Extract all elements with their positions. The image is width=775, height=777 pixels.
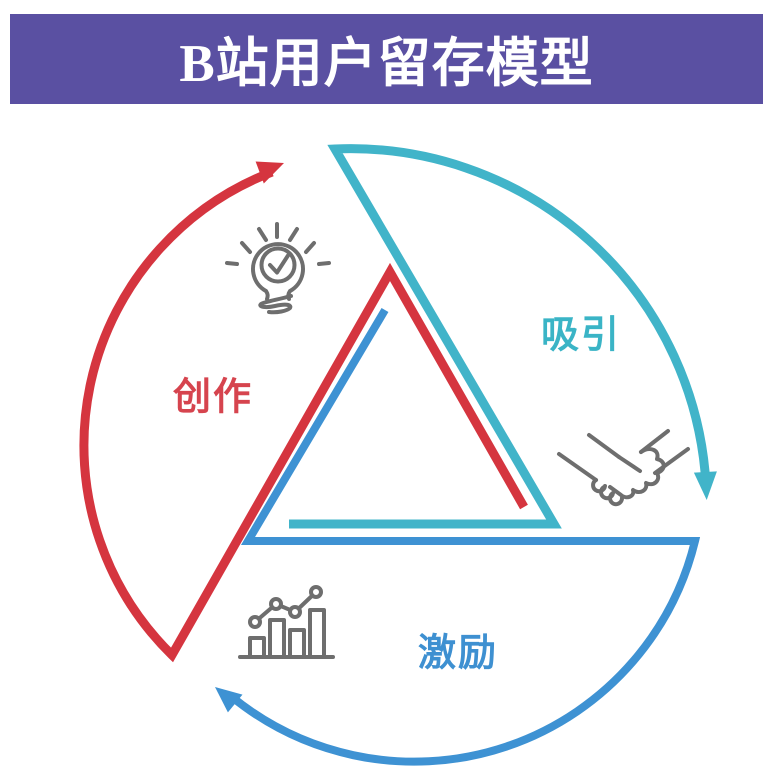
clasped-hands — [608, 447, 666, 500]
attract-label: 吸引 — [540, 314, 622, 357]
incentivize-label: 激励 — [417, 632, 499, 675]
create-arrowhead — [255, 161, 284, 184]
incentivize-segment — [215, 307, 701, 766]
trend-point — [288, 605, 302, 619]
check-mark — [268, 253, 290, 275]
handshake-icon — [557, 429, 690, 507]
bulb-rays — [225, 222, 331, 266]
create-label: 创作 — [172, 376, 254, 419]
lightbulb-check-icon — [225, 222, 331, 315]
chart-bar — [308, 608, 326, 659]
knuckles — [591, 478, 624, 507]
chart-bar — [288, 628, 306, 659]
attract-segment — [289, 144, 717, 529]
trend-point — [248, 615, 262, 629]
trend-point — [269, 597, 283, 611]
trend-line — [253, 590, 318, 624]
create-cycle-arrow — [79, 167, 528, 663]
chart-bar — [268, 618, 286, 659]
attract-arrowhead — [693, 471, 717, 500]
attract-cycle-arrow — [289, 144, 711, 529]
bar-chart-icon — [238, 585, 335, 659]
bulb-base-squiggle — [258, 294, 293, 315]
incentivize-cycle-arrow — [229, 307, 701, 766]
trend-point — [309, 585, 323, 599]
create-segment — [79, 161, 528, 663]
left-hand — [617, 455, 642, 473]
chart-bar — [248, 636, 266, 659]
check-circle — [259, 246, 297, 284]
bulb-outline — [251, 242, 305, 301]
title-banner: B站用户留存模型 — [10, 14, 763, 104]
page-title: B站用户留存模型 — [179, 35, 594, 93]
left-arm — [557, 433, 621, 482]
incentivize-arrowhead — [215, 687, 243, 713]
